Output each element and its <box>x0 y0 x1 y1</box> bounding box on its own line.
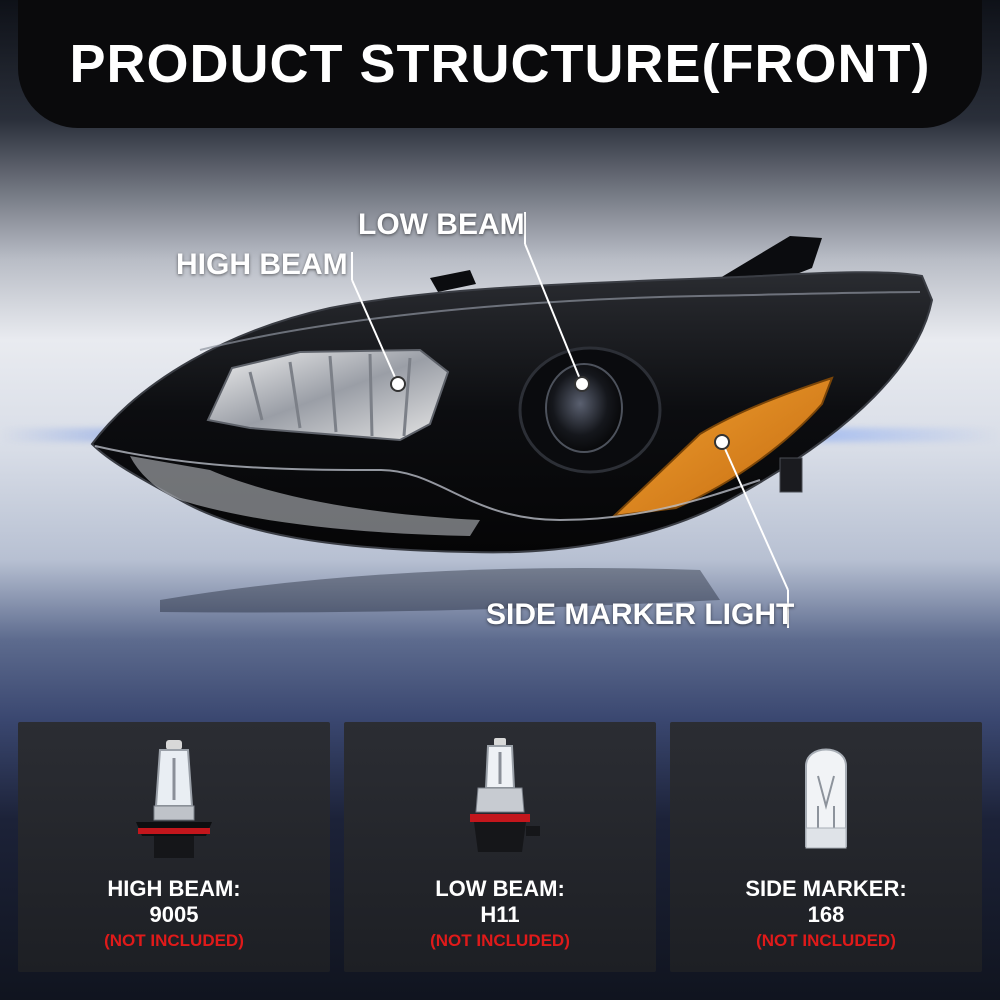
title-banner: PRODUCT STRUCTURE(FRONT) <box>18 0 982 128</box>
marker-dot-side-marker <box>714 434 730 450</box>
projector-lens <box>545 363 623 453</box>
card-side-marker: SIDE MARKER: 168 (NOT INCLUDED) <box>670 722 982 972</box>
card-label-high-beam: HIGH BEAM: <box>107 876 241 901</box>
card-note-low-beam: (NOT INCLUDED) <box>430 931 570 950</box>
card-label-side-marker: SIDE MARKER: <box>745 876 907 901</box>
card-bulb-type-side-marker: 168 <box>807 902 845 927</box>
card-note-high-beam: (NOT INCLUDED) <box>104 931 244 950</box>
headlight-reflection <box>160 568 720 613</box>
bulb-h11-icon <box>470 738 540 852</box>
leader-line-low-beam-diag <box>524 243 583 385</box>
leader-line-high-beam-diag <box>351 279 399 385</box>
reflector-facets <box>248 353 412 437</box>
card-label-low-beam: LOW BEAM: <box>435 876 565 901</box>
lower-trim <box>94 445 761 522</box>
bulb-9005-icon <box>136 740 212 858</box>
headlight-illustration <box>90 236 934 613</box>
high-beam-reflector <box>206 348 450 442</box>
bulb-cards: HIGH BEAM: 9005 (NOT INCLUDED) LOW BEAM:… <box>18 722 982 972</box>
callout-high-beam: HIGH BEAM <box>176 248 348 281</box>
card-note-side-marker: (NOT INCLUDED) <box>756 931 896 950</box>
page-title: PRODUCT STRUCTURE(FRONT) <box>69 34 931 94</box>
callout-side-marker: SIDE MARKER LIGHT <box>486 598 795 631</box>
side-tab <box>779 457 803 493</box>
marker-dot-high-beam <box>390 376 406 392</box>
marker-dot-low-beam <box>574 376 590 392</box>
bulb-168-icon <box>805 748 847 849</box>
leader-line-side-marker <box>721 441 789 591</box>
callout-low-beam: LOW BEAM <box>358 208 525 241</box>
card-high-beam: HIGH BEAM: 9005 (NOT INCLUDED) <box>18 722 330 972</box>
card-bulb-type-high-beam: 9005 <box>149 902 199 927</box>
mount-bracket-left <box>430 270 476 292</box>
card-low-beam: LOW BEAM: H11 (NOT INCLUDED) <box>344 722 656 972</box>
lens-highlight <box>199 291 921 351</box>
card-bulb-type-low-beam: H11 <box>480 902 520 927</box>
lower-lens <box>130 456 480 536</box>
